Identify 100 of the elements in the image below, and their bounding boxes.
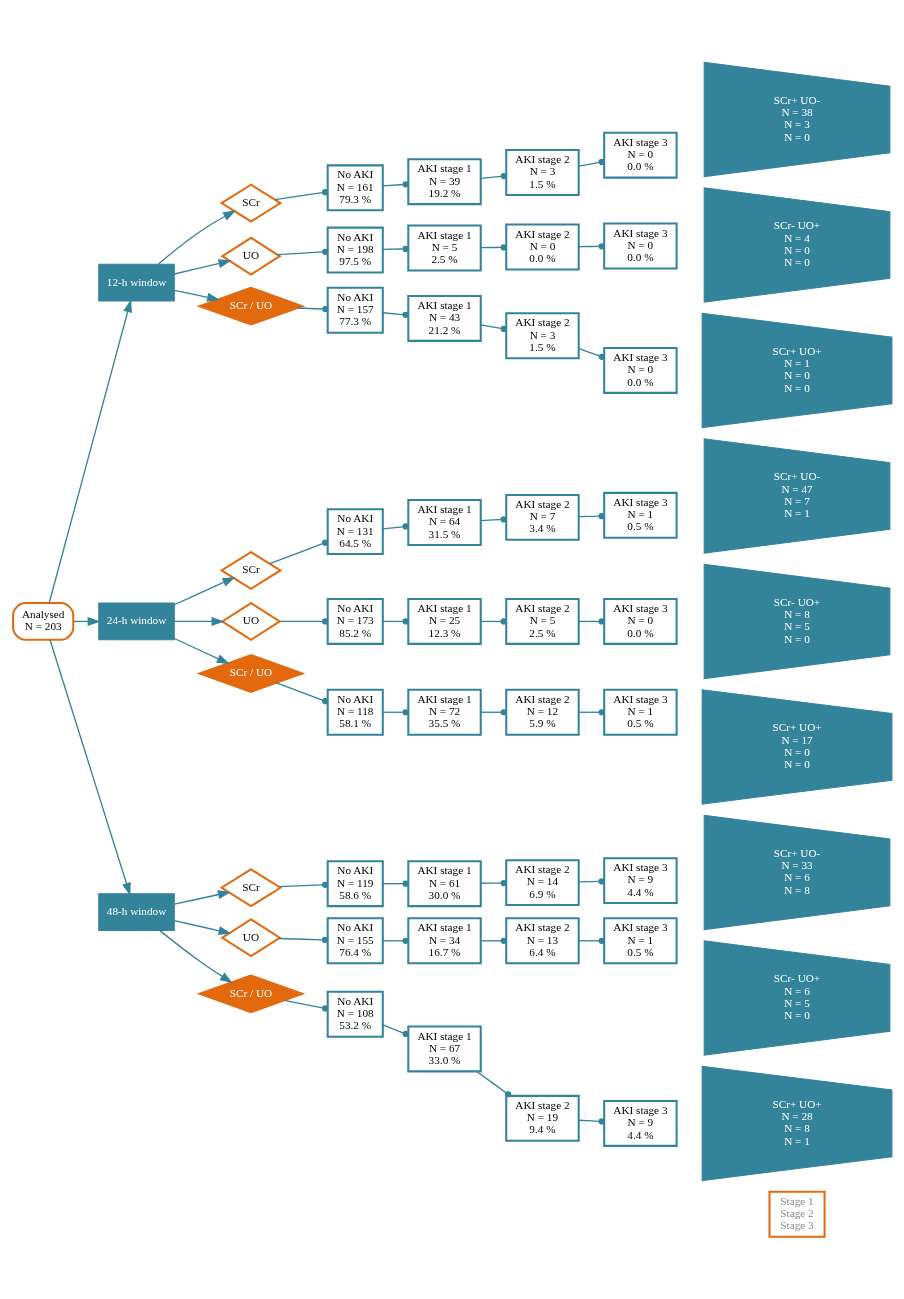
arrow (173, 289, 220, 302)
node-box: SCr- UO+ N = 6 N = 5 N = 0 (703, 940, 890, 1056)
arrow (48, 639, 131, 896)
connector (381, 523, 409, 530)
connector (381, 880, 409, 887)
node-box: No AKI N = 108 53.2 % (326, 990, 384, 1038)
node-box: SCr+ UO- N = 33 N = 6 N = 8 (703, 814, 890, 931)
node-box: AKI stage 2 N = 3 1.5 % (504, 149, 580, 196)
arrow (173, 616, 224, 626)
node-diamond: UO (219, 601, 282, 642)
arrow (173, 890, 231, 905)
connector (479, 879, 507, 887)
node-box: No AKI N = 198 97.5 % (326, 226, 384, 274)
connector (577, 618, 605, 625)
node-box: AKI stage 3 N = 0 0.0 % (602, 222, 678, 270)
node-box: AKI stage 1 N = 25 12.3 % (406, 598, 482, 645)
node-box: AKI stage 1 N = 34 16.7 % (406, 917, 482, 965)
arrow (157, 210, 236, 265)
node-box: AKI stage 1 N = 64 31.5 % (406, 499, 482, 546)
connector (277, 936, 328, 944)
connector (381, 181, 409, 188)
node-box: AKI stage 2 N = 0 0.0 % (504, 223, 580, 271)
node-box: Analysed N = 203 (11, 602, 74, 641)
node-box: 24-h window (97, 602, 175, 641)
connector (381, 618, 409, 625)
node-box: AKI stage 2 N = 3 1.5 % (504, 312, 580, 360)
arrow (158, 929, 233, 984)
node-box: AKI stage 1 N = 67 33.0 % (406, 1025, 482, 1073)
connector (479, 709, 507, 716)
node-box: 48-h window (97, 893, 175, 932)
node-box: SCr- UO+ N = 4 N = 0 N = 0 (703, 187, 890, 303)
connector (577, 243, 605, 250)
node-box: SCr+ UO+ N = 28 N = 8 N = 1 (701, 1065, 892, 1182)
node-box: AKI stage 2 N = 5 2.5 % (504, 598, 580, 645)
node-box: AKI stage 2 N = 19 9.4 % (504, 1094, 580, 1142)
arrow (173, 259, 231, 275)
connector (283, 999, 328, 1012)
node-box: SCr- UO+ N = 8 N = 5 N = 0 (703, 563, 890, 680)
node-box: No AKI N = 155 76.4 % (326, 917, 384, 965)
connector (577, 1118, 605, 1125)
connector (479, 618, 507, 625)
node-box: AKI stage 3 N = 9 4.4 % (602, 1099, 678, 1147)
node-box: SCr+ UO+ N = 1 N = 0 N = 0 (701, 312, 892, 429)
node-box: AKI stage 3 N = 1 0.5 % (602, 491, 678, 539)
connector (278, 618, 328, 625)
node-box: AKI stage 3 N = 1 0.5 % (602, 688, 678, 736)
connector (275, 682, 328, 705)
connector (577, 347, 605, 360)
node-box: AKI stage 1 N = 39 19.2 % (406, 158, 482, 206)
connector (268, 539, 328, 565)
node-box: AKI stage 2 N = 13 6.4 % (504, 917, 580, 965)
node-box: No AKI N = 118 58.1 % (326, 688, 384, 736)
node-box: AKI stage 1 N = 61 30.0 % (406, 860, 482, 908)
node-diamond: SCr / UO (196, 286, 305, 326)
node-box: AKI stage 3 N = 0 0.0 % (602, 347, 678, 394)
node-box: AKI stage 3 N = 1 0.5 % (602, 917, 678, 965)
node-box: Stage 1 Stage 2 Stage 3 (767, 1190, 826, 1238)
connector (296, 306, 328, 313)
connector (277, 881, 328, 888)
arrow (173, 577, 235, 606)
node-box: AKI stage 1 N = 5 2.5 % (406, 224, 482, 272)
node-box: No AKI N = 161 79.3 % (326, 164, 384, 212)
connector (479, 516, 507, 523)
connector (577, 937, 605, 944)
connector (479, 937, 507, 944)
connector (577, 158, 605, 167)
connector (381, 709, 409, 716)
connector (479, 324, 507, 333)
connector (577, 513, 605, 520)
arrow (173, 637, 230, 665)
connector (479, 173, 507, 180)
connector (475, 1070, 511, 1098)
arrow (173, 919, 231, 936)
node-box: AKI stage 2 N = 7 3.4 % (504, 493, 580, 541)
node-box: No AKI N = 157 77.3 % (326, 286, 384, 334)
connector (381, 937, 409, 944)
node-box: AKI stage 1 N = 43 21.2 % (406, 294, 482, 342)
connector (577, 709, 605, 716)
node-box: AKI stage 3 N = 0 0.0 % (602, 131, 678, 179)
node-box: AKI stage 2 N = 14 6.9 % (504, 859, 580, 907)
node-diamond: SCr (219, 868, 282, 908)
node-box: No AKI N = 131 64.5 % (326, 508, 384, 556)
connector (577, 878, 605, 885)
node-box: No AKI N = 119 58.6 % (326, 860, 384, 908)
node-box: SCr+ UO- N = 47 N = 7 N = 1 (703, 438, 890, 554)
node-box: No AKI N = 173 85.2 % (326, 598, 384, 645)
node-box: SCr+ UO+ N = 17 N = 0 N = 0 (701, 689, 892, 805)
node-box: 12-h window (97, 263, 175, 302)
connector (381, 245, 409, 252)
arrow (48, 299, 132, 604)
connector (276, 248, 328, 256)
node-box: AKI stage 1 N = 72 35.5 % (406, 688, 482, 736)
node-box: AKI stage 3 N = 0 0.0 % (602, 598, 678, 645)
connector (274, 189, 328, 201)
connector (479, 244, 507, 251)
node-box: SCr+ UO- N = 38 N = 3 N = 0 (703, 61, 890, 178)
node-box: AKI stage 2 N = 12 5.9 % (504, 688, 580, 736)
connector (381, 311, 409, 318)
connector (381, 1024, 409, 1038)
node-box: AKI stage 3 N = 9 4.4 % (602, 857, 678, 905)
